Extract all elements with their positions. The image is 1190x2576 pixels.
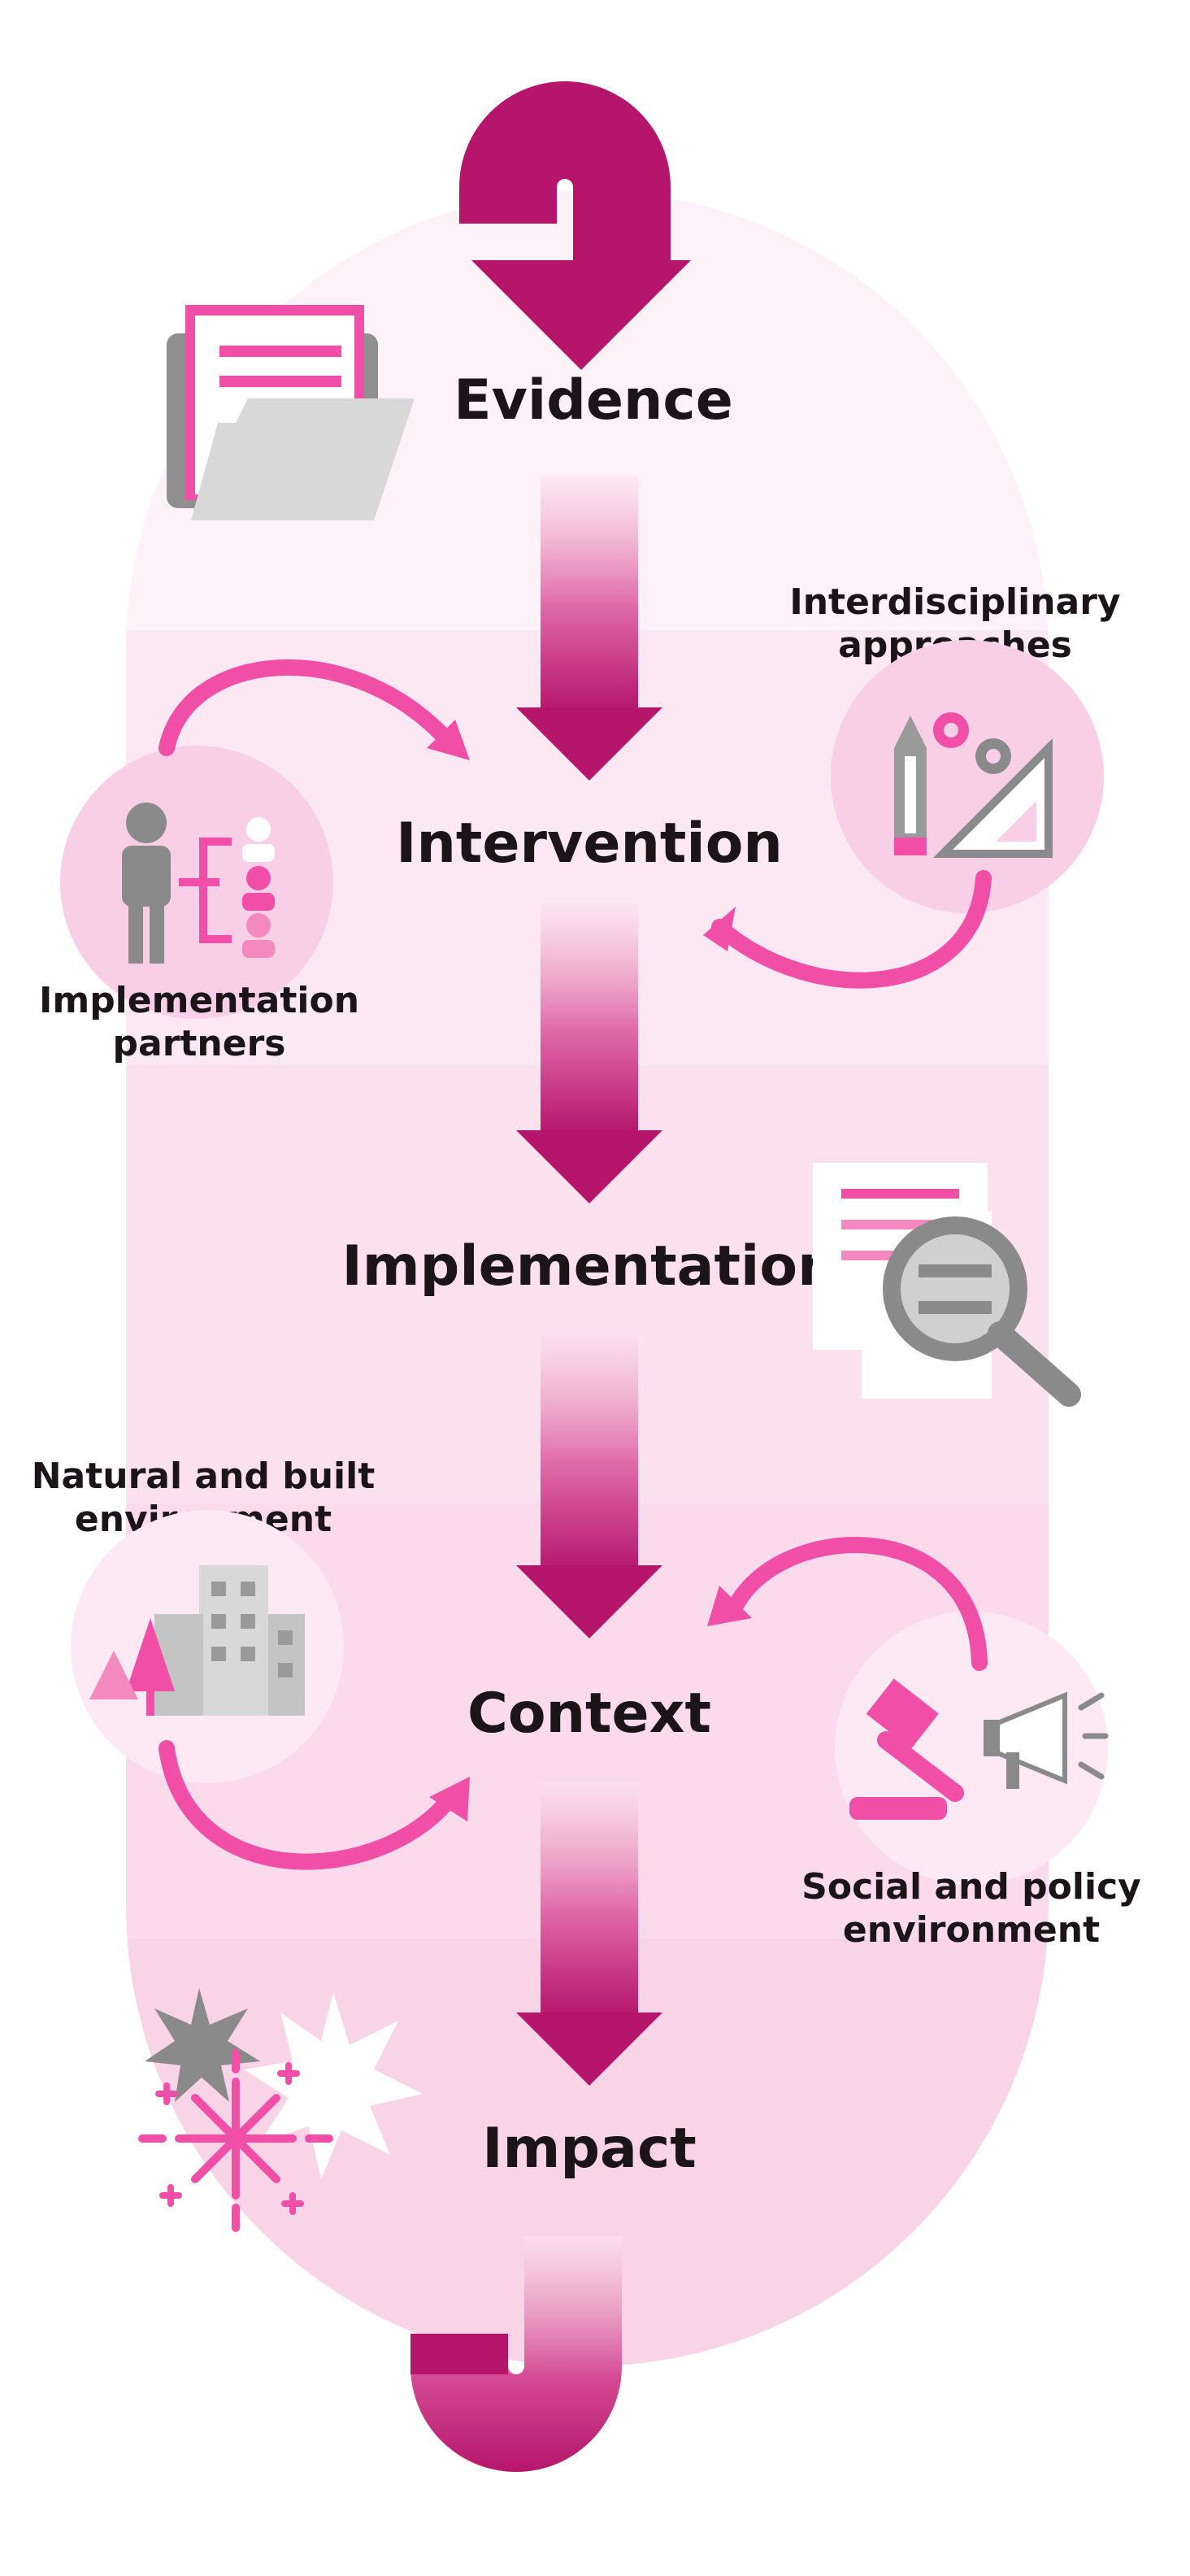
influence-arrow-natural-built bbox=[159, 1740, 459, 1870]
influence-arrow-interdisciplinary bbox=[711, 870, 992, 989]
flow-arrow-2 bbox=[516, 903, 662, 1203]
top-loop-arrow bbox=[459, 81, 691, 370]
flow-arrow-4 bbox=[516, 1781, 662, 2086]
influence-label-line1: Interdisciplinary bbox=[789, 581, 1120, 623]
org-chart-icon bbox=[122, 803, 275, 964]
step-impact-label: Impact bbox=[482, 2117, 697, 2181]
influence-arrow-implementation-partners bbox=[159, 659, 455, 756]
influence-interdisciplinary: Interdisciplinary approaches bbox=[703, 581, 1121, 989]
influence-social-policy: Social and policy environment bbox=[707, 1537, 1141, 1951]
magnifier-report-icon bbox=[813, 1163, 1081, 1407]
flow-arrow-3 bbox=[516, 1329, 662, 1638]
influence-implementation-partners: Implementation partners bbox=[39, 659, 470, 1064]
step-implementation-label: Implementation bbox=[342, 1234, 837, 1299]
influence-label-line2: partners bbox=[113, 1023, 286, 1064]
influence-label-line1: Social and policy bbox=[801, 1866, 1141, 1908]
burst-firework-icon bbox=[138, 1988, 423, 2232]
influence-label-line2: environment bbox=[843, 1909, 1100, 1951]
step-context-label: Context bbox=[467, 1682, 711, 1746]
folder-document-icon bbox=[167, 305, 415, 520]
step-evidence-label: Evidence bbox=[454, 368, 733, 433]
influence-label-line1: Natural and built bbox=[32, 1456, 376, 1497]
trees-buildings-icon bbox=[89, 1565, 305, 1716]
influence-label-line1: Implementation bbox=[39, 980, 359, 1021]
gavel-megaphone-icon bbox=[849, 1678, 1109, 1820]
flow-arrow-1 bbox=[516, 476, 662, 781]
bottom-loop-arrow bbox=[410, 2236, 622, 2472]
step-intervention-label: Intervention bbox=[396, 812, 783, 876]
influence-natural-built: Natural and built environment bbox=[32, 1456, 470, 1870]
pencil-gears-set-square-icon bbox=[894, 712, 1053, 858]
influence-arrow-social-policy bbox=[727, 1537, 988, 1671]
